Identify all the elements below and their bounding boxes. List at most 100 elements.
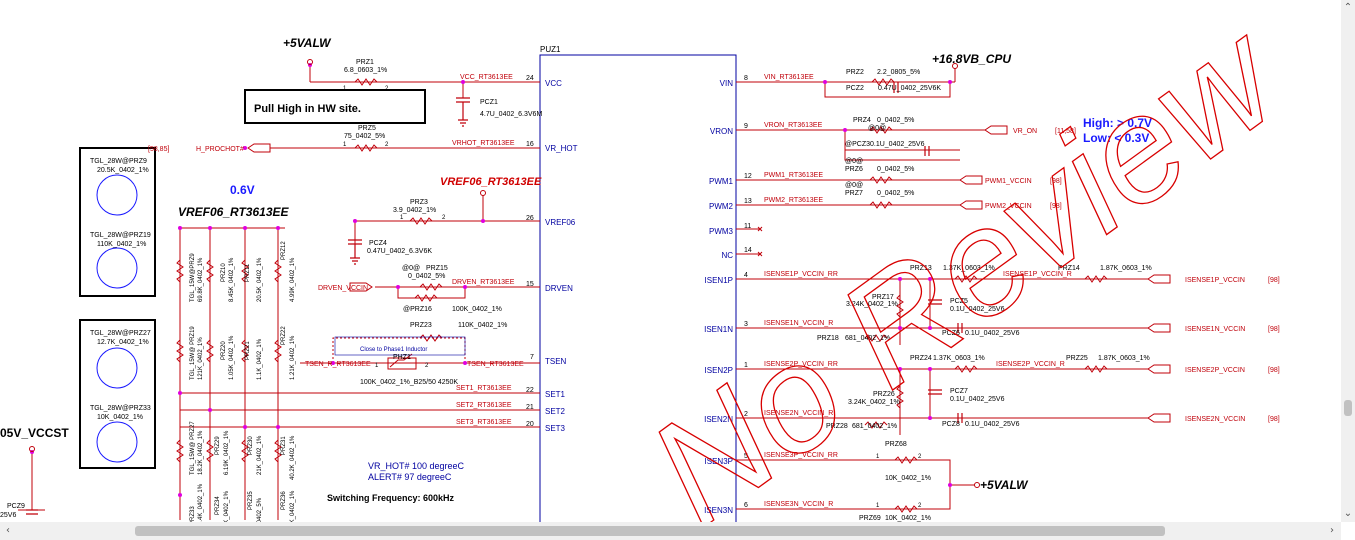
alert-note: ALERT# 97 degreeC xyxy=(368,472,452,482)
pin-name: NC xyxy=(721,251,733,260)
part-ref: PRZ23 xyxy=(410,322,432,329)
part-ref: PRZ28 xyxy=(826,423,848,430)
divider-val: 18.2K_0402_1% xyxy=(198,430,204,475)
passive-pin-num: 2 xyxy=(918,454,922,460)
part-val: 0_0402_5% xyxy=(877,190,914,197)
part-val: 100K_0402_1% xyxy=(452,306,502,313)
net-drven: DRVEN_RT3613EE xyxy=(452,279,515,286)
part-val: 10K_0402_1% xyxy=(885,515,931,522)
net-isen2n-out: ISENSE2N_VCCIN xyxy=(1185,416,1245,423)
vref-red-label: VREF06_RT3613EE xyxy=(440,176,542,188)
power-label-5valw-bottom: +5VALW xyxy=(980,478,1029,492)
net-ref: [98] xyxy=(1268,277,1280,284)
chip-ref: PUZ1 xyxy=(540,45,561,54)
pin-num: 8 xyxy=(744,75,748,82)
part-val: 1.37K_0603_1% xyxy=(933,355,985,362)
pin-name: ISEN2N xyxy=(704,415,733,424)
power-label-vccst: 05V_VCCST xyxy=(0,426,69,440)
close-phase-box xyxy=(334,336,466,356)
option-box-group-1: TGL_28W@PRZ9 20.5K_0402_1% TGL_28W@PRZ19… xyxy=(79,147,156,297)
passive-pin-num: 1 xyxy=(876,454,880,460)
pin-name: ISEN2P xyxy=(705,366,733,375)
part-ref: PRZ26 xyxy=(873,391,895,398)
net-isen3p: ISENSE3P_VCCIN_RR xyxy=(764,452,838,459)
part-ref: PCZ5 xyxy=(950,298,968,305)
net-ref: [98] xyxy=(1268,367,1280,374)
pin-num: 26 xyxy=(526,215,534,222)
part-ref: PCZ8 xyxy=(942,421,960,428)
pin-num: 24 xyxy=(526,75,534,82)
part-val: 4.7U_0402_6.3V6M xyxy=(480,111,542,118)
pin-num: 2 xyxy=(744,411,748,418)
horizontal-scrollbar[interactable]: ‹ › xyxy=(0,522,1341,540)
passive-pin-num: 2 xyxy=(385,86,389,92)
pin-name: DRVEN xyxy=(545,284,573,293)
part-val: 6.8_0603_1% xyxy=(344,67,387,74)
divider-label: PRZ22 xyxy=(281,326,287,345)
divider-label: PRZ20 xyxy=(221,341,227,360)
pin-name: VIN xyxy=(720,79,734,88)
vertical-scroll-thumb[interactable] xyxy=(1344,400,1352,416)
net-hprochot: H_PROCHOT# xyxy=(196,146,244,153)
pin-name: SET2 xyxy=(545,407,566,416)
net-pwm2-ref: [98] xyxy=(1050,203,1062,210)
net-pwm1: PWM1_RT3613EE xyxy=(764,172,823,179)
part-val: 100K_0402_1%_B25/50 4250K xyxy=(360,379,458,386)
part-val: 681_0402_1% xyxy=(845,335,890,342)
part-val: 0.47U_0402_25V6K xyxy=(878,85,941,92)
chip-puz1: PUZ1 VCC VR_HOT VREF06 DRVEN TSEN SET1 S… xyxy=(526,45,752,531)
part-val: 0.1U_0402_25V6 xyxy=(965,421,1020,428)
scroll-left-icon[interactable]: ‹ xyxy=(6,525,10,536)
vertical-scrollbar[interactable]: ⌃ ⌄ xyxy=(1341,0,1355,522)
part-val: 1.37K_0603_1% xyxy=(943,265,995,272)
pin-name: SET1 xyxy=(545,390,566,399)
part-val: 25V6 xyxy=(0,512,16,519)
passive-pin-num: 1 xyxy=(343,86,347,92)
part-ref: PRZ2 xyxy=(846,69,864,76)
pin-num: 3 xyxy=(744,321,748,328)
part-val: 0_0402_5% xyxy=(877,166,914,173)
part-val: 0.1U_0402_25V6 xyxy=(950,306,1005,313)
v06-label: 0.6V xyxy=(230,183,255,197)
part-ref: PRZ5 xyxy=(358,125,376,132)
divider-val: 3.4K_0402_1% xyxy=(198,483,204,525)
opt-val: 110K_0402_1% xyxy=(97,241,146,248)
passive-pin-num: 1 xyxy=(876,503,880,509)
high-label: High: > 0.7V xyxy=(1083,116,1152,130)
pin-name: ISEN1N xyxy=(704,325,733,334)
part-ref: PRZ15 xyxy=(426,265,448,272)
pin-num: 1 xyxy=(744,362,748,369)
part-ref: PRZ14 xyxy=(1058,265,1080,272)
net-drven-vccin: DRVEN_VCCIN xyxy=(318,285,368,292)
part-ref: PRZ18 xyxy=(817,335,839,342)
scroll-right-icon[interactable]: › xyxy=(1330,525,1334,536)
net-isen2p-out: ISENSE2P_VCCIN xyxy=(1185,367,1245,374)
part-ref: @PCZ3 xyxy=(845,141,870,148)
junctions xyxy=(30,63,952,497)
divider-label: PRZ11 xyxy=(245,263,251,282)
part-ref: PRZ4 xyxy=(853,117,871,124)
resistor-symbols xyxy=(176,78,1108,513)
opt-val: 12.7K_0402_1% xyxy=(97,339,149,346)
part-ref: PCZ4 xyxy=(369,240,387,247)
pin-num: 16 xyxy=(526,141,534,148)
divider-label: PRZ36 xyxy=(281,491,287,510)
part-ref: PCZ6 xyxy=(942,330,960,337)
pin-name: ISEN1P xyxy=(705,276,733,285)
net-isen2p-r: ISENSE2P_VCCIN_R xyxy=(996,361,1065,368)
divider-val: 1.21K_0402_1% xyxy=(290,335,296,380)
divider-label: PRZ10 xyxy=(221,263,227,282)
net-isen1n: ISENSE1N_VCCIN_R xyxy=(764,320,833,327)
scroll-up-icon[interactable]: ⌃ xyxy=(1343,2,1353,13)
pin-num: 5 xyxy=(744,453,748,460)
scroll-down-icon[interactable]: ⌄ xyxy=(1343,508,1353,519)
part-ref: PRZ1 xyxy=(356,59,374,66)
net-set1: SET1_RT3613EE xyxy=(456,385,512,392)
divider-val: 10K_0402_1% xyxy=(290,490,296,530)
horizontal-scroll-thumb[interactable] xyxy=(135,526,1165,536)
pin-name: VCC xyxy=(545,79,562,88)
net-tsen: TSEN_RT3613EE xyxy=(467,361,524,368)
part-ref: PRZ17 xyxy=(872,294,894,301)
opt-val: 10K_0402_1% xyxy=(97,414,143,421)
